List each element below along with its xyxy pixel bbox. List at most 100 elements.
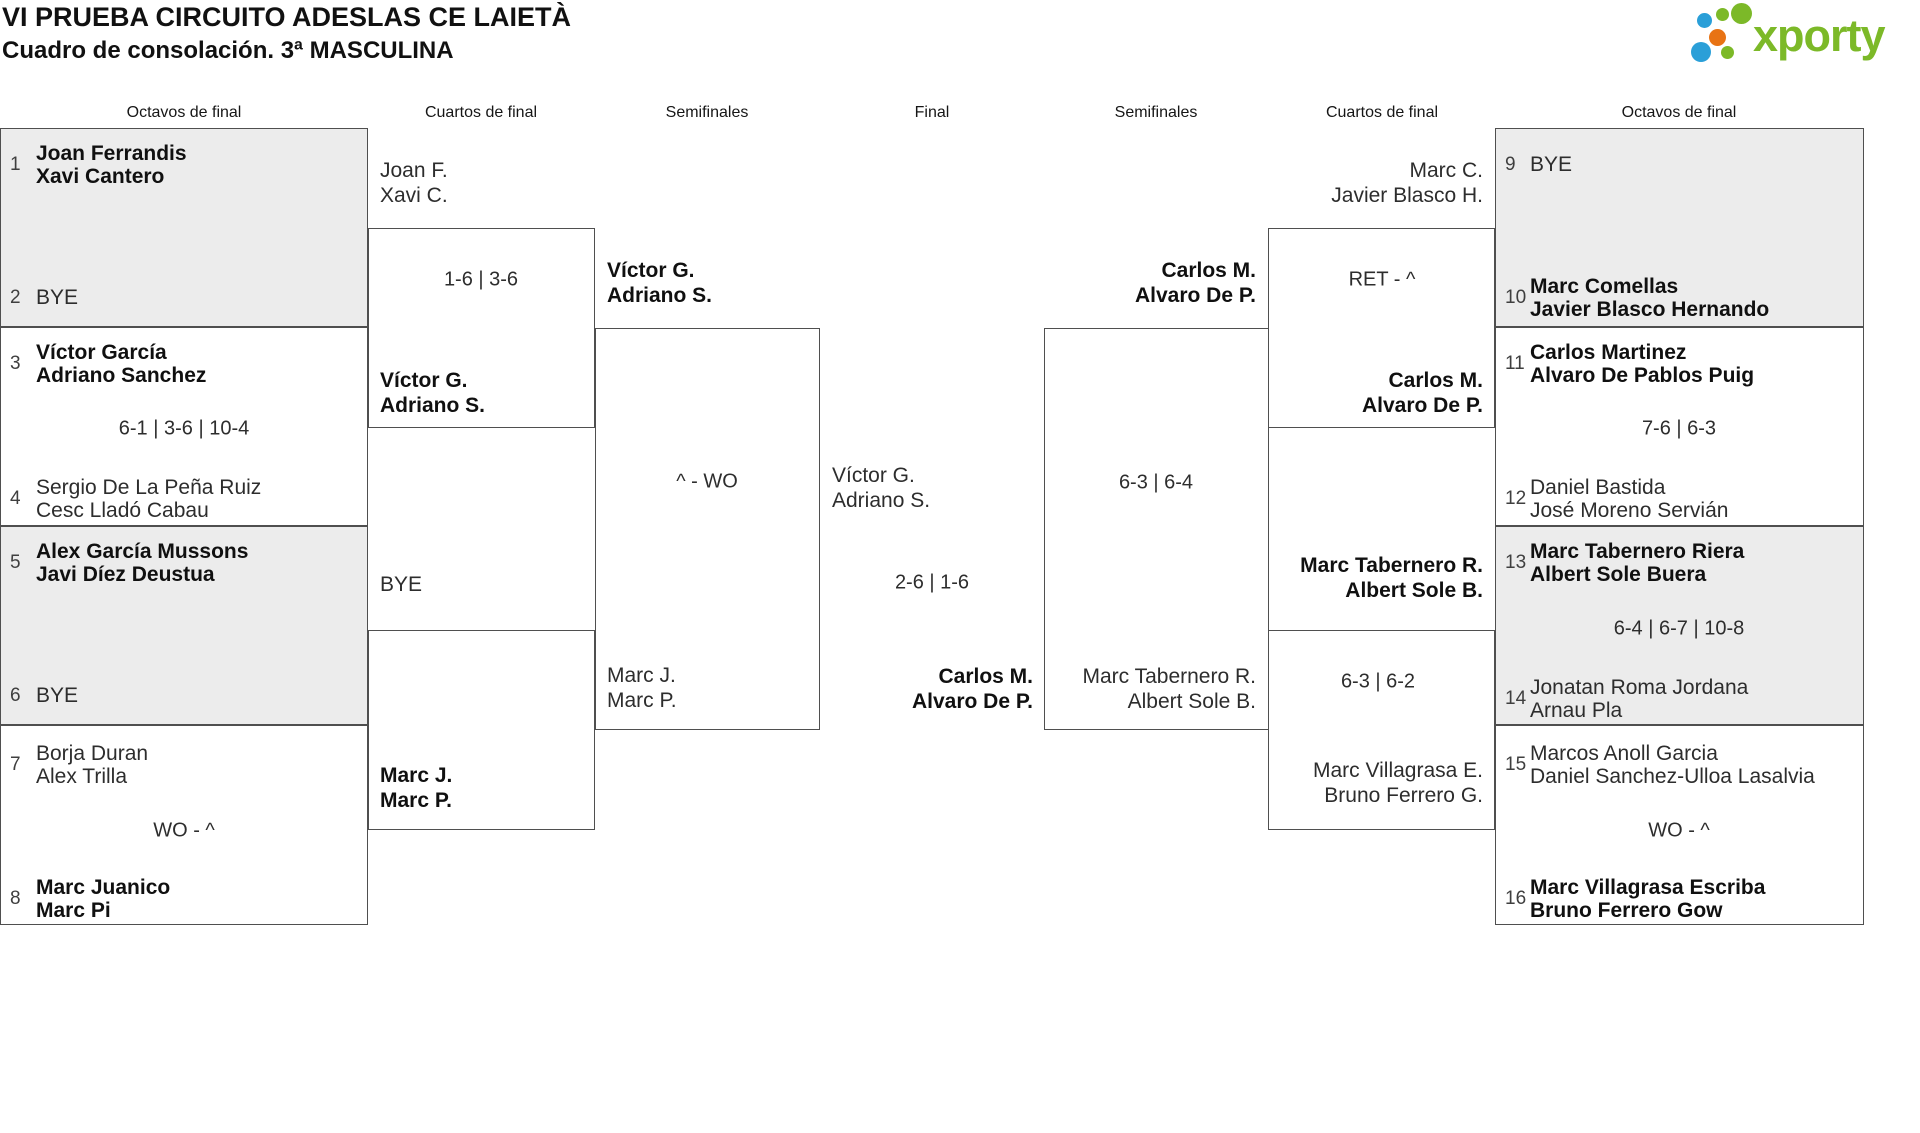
match-score: WO - ^ bbox=[1648, 819, 1710, 842]
seed-number: 10 bbox=[1505, 287, 1527, 308]
match-box bbox=[1495, 327, 1864, 526]
blue-dot-icon bbox=[1697, 13, 1712, 28]
seed-number: 5 bbox=[10, 552, 21, 573]
match-box bbox=[0, 526, 368, 725]
match-box bbox=[0, 327, 368, 526]
team-slot: Carlos M.Alvaro De P. bbox=[1361, 369, 1483, 417]
match-score: RET - ^ bbox=[1348, 268, 1416, 291]
round-header: Final bbox=[914, 104, 950, 121]
seed-number: 15 bbox=[1505, 754, 1527, 775]
green-dot-icon bbox=[1731, 3, 1752, 24]
bracket-entry: 9 BYE bbox=[1499, 153, 1572, 176]
match-box bbox=[1268, 228, 1495, 428]
round-header: Cuartos de final bbox=[424, 104, 538, 121]
team-slot: Joan F.Xavi C. bbox=[380, 159, 448, 207]
match-box bbox=[0, 128, 368, 327]
round-header: Cuartos de final bbox=[1325, 104, 1439, 121]
blue-dot-icon bbox=[1691, 42, 1711, 62]
seed-number: 2 bbox=[10, 286, 21, 308]
match-score: 6-1 | 3-6 | 10-4 bbox=[118, 417, 250, 440]
xporty-logo-text: xporty bbox=[1753, 10, 1886, 61]
team-name: BYE bbox=[1530, 153, 1573, 176]
match-box bbox=[1044, 328, 1269, 730]
match-score: 7-6 | 6-3 bbox=[1641, 417, 1717, 440]
team-slot: Víctor G.Adriano S. bbox=[607, 259, 713, 307]
match-score: 2-6 | 1-6 bbox=[894, 571, 970, 594]
team-slot: Marc J.Marc P. bbox=[380, 764, 453, 812]
round-header: Octavos de final bbox=[126, 104, 242, 121]
seed-number: 13 bbox=[1505, 552, 1527, 573]
page-subtitle: Cuadro de consolación. 3ª MASCULINA bbox=[2, 37, 454, 64]
seed-number: 12 bbox=[1505, 488, 1527, 509]
match-score: 1-6 | 3-6 bbox=[443, 268, 519, 291]
orange-dot-icon bbox=[1709, 29, 1726, 46]
match-score: 6-4 | 6-7 | 10-8 bbox=[1613, 617, 1745, 640]
team-slot: Carlos M.Alvaro De P. bbox=[1134, 259, 1256, 307]
team-slot: Víctor G.Adriano S. bbox=[832, 464, 931, 512]
match-score: 6-3 | 6-2 bbox=[1340, 670, 1416, 693]
seed-number: 4 bbox=[10, 488, 21, 509]
team-slot: Marc Tabernero R.Albert Sole B. bbox=[1082, 665, 1256, 713]
seed-number: 16 bbox=[1505, 888, 1527, 909]
round-header: Semifinales bbox=[1114, 104, 1198, 121]
green-dot-icon bbox=[1721, 46, 1734, 59]
match-box bbox=[1495, 725, 1864, 925]
match-box bbox=[595, 328, 820, 730]
round-header: Semifinales bbox=[665, 104, 749, 121]
team-slot: Víctor G.Adriano S. bbox=[380, 369, 486, 417]
match-score: 6-3 | 6-4 bbox=[1118, 471, 1194, 494]
seed-number: 1 bbox=[10, 154, 21, 175]
seed-number: 9 bbox=[1505, 153, 1516, 175]
match-box bbox=[1495, 526, 1864, 725]
match-score: ^ - WO bbox=[676, 470, 738, 493]
team-slot: BYE bbox=[380, 573, 423, 596]
seed-number: 14 bbox=[1505, 688, 1527, 709]
page-title: VI PRUEBA CIRCUITO ADESLAS CE LAIETÀ bbox=[2, 2, 572, 32]
seed-number: 3 bbox=[10, 353, 21, 374]
seed-number: 8 bbox=[10, 888, 21, 909]
page-header: VI PRUEBA CIRCUITO ADESLAS CE LAIETÀ Cua… bbox=[2, 0, 571, 66]
green-dot-icon bbox=[1716, 8, 1729, 21]
match-box bbox=[0, 725, 368, 925]
team-name: BYE bbox=[36, 684, 79, 707]
match-score: WO - ^ bbox=[153, 819, 215, 842]
team-slot: Marc Tabernero R.Albert Sole B. bbox=[1300, 554, 1483, 602]
team-slot: Marc C.Javier Blasco H. bbox=[1331, 159, 1483, 207]
match-box bbox=[1495, 128, 1864, 327]
round-header: Octavos de final bbox=[1621, 104, 1737, 121]
team-slot: Carlos M.Alvaro De P. bbox=[911, 665, 1033, 713]
bracket-entry: 6 BYE bbox=[4, 684, 78, 707]
team-slot: Marc J.Marc P. bbox=[607, 664, 677, 712]
seed-number: 6 bbox=[10, 684, 21, 706]
xporty-logo[interactable]: xporty bbox=[1685, 0, 1920, 72]
seed-number: 7 bbox=[10, 754, 21, 775]
team-slot: Marc Villagrasa E.Bruno Ferrero G. bbox=[1312, 759, 1483, 807]
